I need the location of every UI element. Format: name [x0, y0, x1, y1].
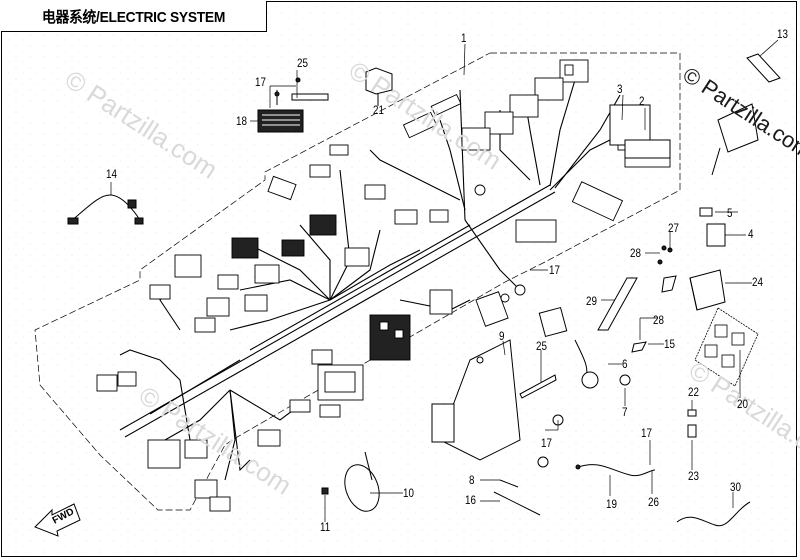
part-18-regulator[interactable] — [257, 77, 329, 133]
part-19-sensor-wire[interactable] — [575, 464, 656, 477]
callout-30[interactable]: 30 — [730, 480, 741, 494]
part-30-wire[interactable] — [676, 501, 751, 527]
part-10-horn[interactable] — [339, 451, 385, 516]
callout-10[interactable]: 10 — [403, 486, 414, 500]
callout-16[interactable]: 16 — [465, 493, 476, 507]
callout-17[interactable]: 17 — [641, 426, 652, 440]
callout-27[interactable]: 27 — [668, 221, 679, 235]
callout-5[interactable]: 5 — [727, 206, 733, 220]
ignition-module[interactable] — [711, 103, 759, 176]
part-2-3-fuse-box[interactable] — [609, 104, 671, 159]
callout-24[interactable]: 24 — [752, 275, 763, 289]
callout-21[interactable]: 21 — [373, 103, 384, 117]
part-9-ecu-bracket[interactable] — [431, 339, 521, 461]
part-8-bolt[interactable] — [499, 479, 519, 488]
callout-25[interactable]: 25 — [536, 339, 547, 353]
callout-1[interactable]: 1 — [461, 31, 467, 45]
callout-4[interactable]: 4 — [748, 227, 754, 241]
fwd-arrow-icon — [34, 503, 81, 537]
part-7-nut[interactable] — [619, 374, 631, 386]
callout-18[interactable]: 18 — [236, 114, 247, 128]
callout-11[interactable]: 11 — [320, 520, 331, 534]
harness-boundary — [34, 52, 681, 511]
callout-17[interactable]: 17 — [541, 436, 552, 450]
diagram-title: 电器系统/ELECTRIC SYSTEM — [41, 8, 226, 26]
callout-19[interactable]: 19 — [606, 497, 617, 511]
part-24-battery[interactable] — [689, 269, 726, 311]
callout-28[interactable]: 28 — [653, 313, 664, 327]
callout-15[interactable]: 15 — [664, 337, 675, 351]
callout-7[interactable]: 7 — [622, 405, 628, 419]
callout-17[interactable]: 17 — [549, 263, 560, 277]
harness-connectors — [96, 59, 671, 512]
part-13-fuse[interactable] — [746, 53, 781, 83]
part-5-clip[interactable] — [699, 207, 713, 217]
callout-23[interactable]: 23 — [688, 469, 699, 483]
callout-22[interactable]: 22 — [688, 385, 699, 399]
part-25-strip[interactable] — [519, 374, 557, 399]
callout-2[interactable]: 2 — [639, 94, 645, 108]
callout-13[interactable]: 13 — [777, 27, 788, 41]
callout-9[interactable]: 9 — [499, 329, 505, 343]
part-11-bolt[interactable] — [321, 487, 329, 495]
part-29-strap[interactable] — [597, 277, 638, 331]
part-6-terminal[interactable] — [538, 306, 599, 389]
callout-26[interactable]: 26 — [648, 495, 659, 509]
title-box: 电器系统/ELECTRIC SYSTEM — [1, 1, 267, 32]
callout-28[interactable]: 28 — [630, 246, 641, 260]
callout-25[interactable]: 25 — [297, 56, 308, 70]
part-27-28-15-fasteners[interactable] — [631, 245, 677, 353]
part-14-sensor-cable[interactable] — [67, 194, 144, 225]
callout-8[interactable]: 8 — [469, 473, 475, 487]
leader-lines — [110, 39, 779, 522]
callout-3[interactable]: 3 — [617, 82, 623, 96]
callout-17[interactable]: 17 — [255, 75, 266, 89]
part-20-pad[interactable] — [694, 307, 759, 387]
callout-29[interactable]: 29 — [586, 294, 597, 308]
callout-14[interactable]: 14 — [106, 167, 117, 181]
callout-20[interactable]: 20 — [737, 397, 748, 411]
callout-6[interactable]: 6 — [622, 357, 628, 371]
part-16-tie[interactable] — [493, 491, 541, 516]
